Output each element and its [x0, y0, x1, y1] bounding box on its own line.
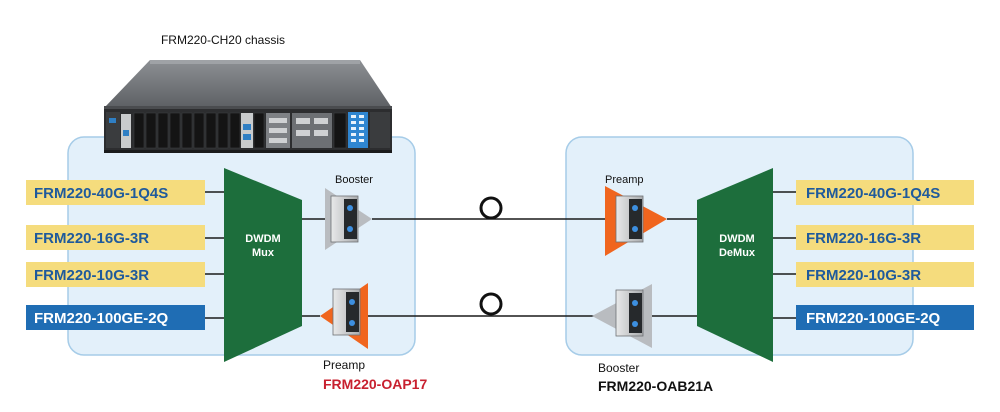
left-booster-amplifier	[325, 188, 372, 250]
right-card-1-label: FRM220-40G-1Q4S	[806, 185, 940, 202]
left-input-lines	[205, 191, 224, 319]
mux-label-line1: DWDM	[245, 233, 280, 245]
right-model-label: FRM220-OAB21A	[598, 378, 713, 394]
left-preamp-amplifier	[320, 283, 368, 349]
left-card-1: FRM220-40G-1Q4S	[26, 180, 205, 205]
right-output-lines	[773, 191, 796, 319]
fiber-spool-bottom-icon	[479, 292, 503, 316]
dwdm-mux	[224, 168, 302, 362]
chassis-image	[104, 60, 392, 153]
left-card-4: FRM220-100GE-2Q	[26, 305, 205, 330]
left-preamp-caption: Preamp	[323, 358, 365, 372]
left-card-3: FRM220-10G-3R	[26, 262, 205, 287]
left-card-2: FRM220-16G-3R	[26, 225, 205, 250]
right-booster-caption: Booster	[598, 361, 639, 375]
right-booster-amplifier	[592, 284, 652, 348]
demux-label-line2: DeMux	[719, 247, 756, 259]
right-card-3: FRM220-10G-3R	[796, 262, 974, 287]
right-card-4: FRM220-100GE-2Q	[796, 305, 974, 330]
right-preamp-caption: Preamp	[605, 174, 644, 186]
left-model-label: FRM220-OAP17	[323, 376, 427, 392]
chassis-caption: FRM220-CH20 chassis	[161, 33, 285, 47]
right-preamp-amplifier	[605, 186, 667, 256]
demux-label-line1: DWDM	[719, 233, 754, 245]
left-card-1-label: FRM220-40G-1Q4S	[34, 185, 168, 202]
mux-label-line2: Mux	[252, 247, 275, 259]
left-card-4-label: FRM220-100GE-2Q	[34, 310, 169, 327]
right-card-1: FRM220-40G-1Q4S	[796, 180, 974, 205]
left-card-2-label: FRM220-16G-3R	[34, 230, 149, 247]
right-card-2: FRM220-16G-3R	[796, 225, 974, 250]
right-card-3-label: FRM220-10G-3R	[806, 267, 921, 284]
fiber-spool-top-icon	[479, 196, 503, 220]
right-card-2-label: FRM220-16G-3R	[806, 230, 921, 247]
left-booster-caption: Booster	[335, 174, 373, 186]
right-card-4-label: FRM220-100GE-2Q	[806, 310, 941, 327]
left-card-3-label: FRM220-10G-3R	[34, 267, 149, 284]
dwdm-demux	[697, 168, 773, 362]
